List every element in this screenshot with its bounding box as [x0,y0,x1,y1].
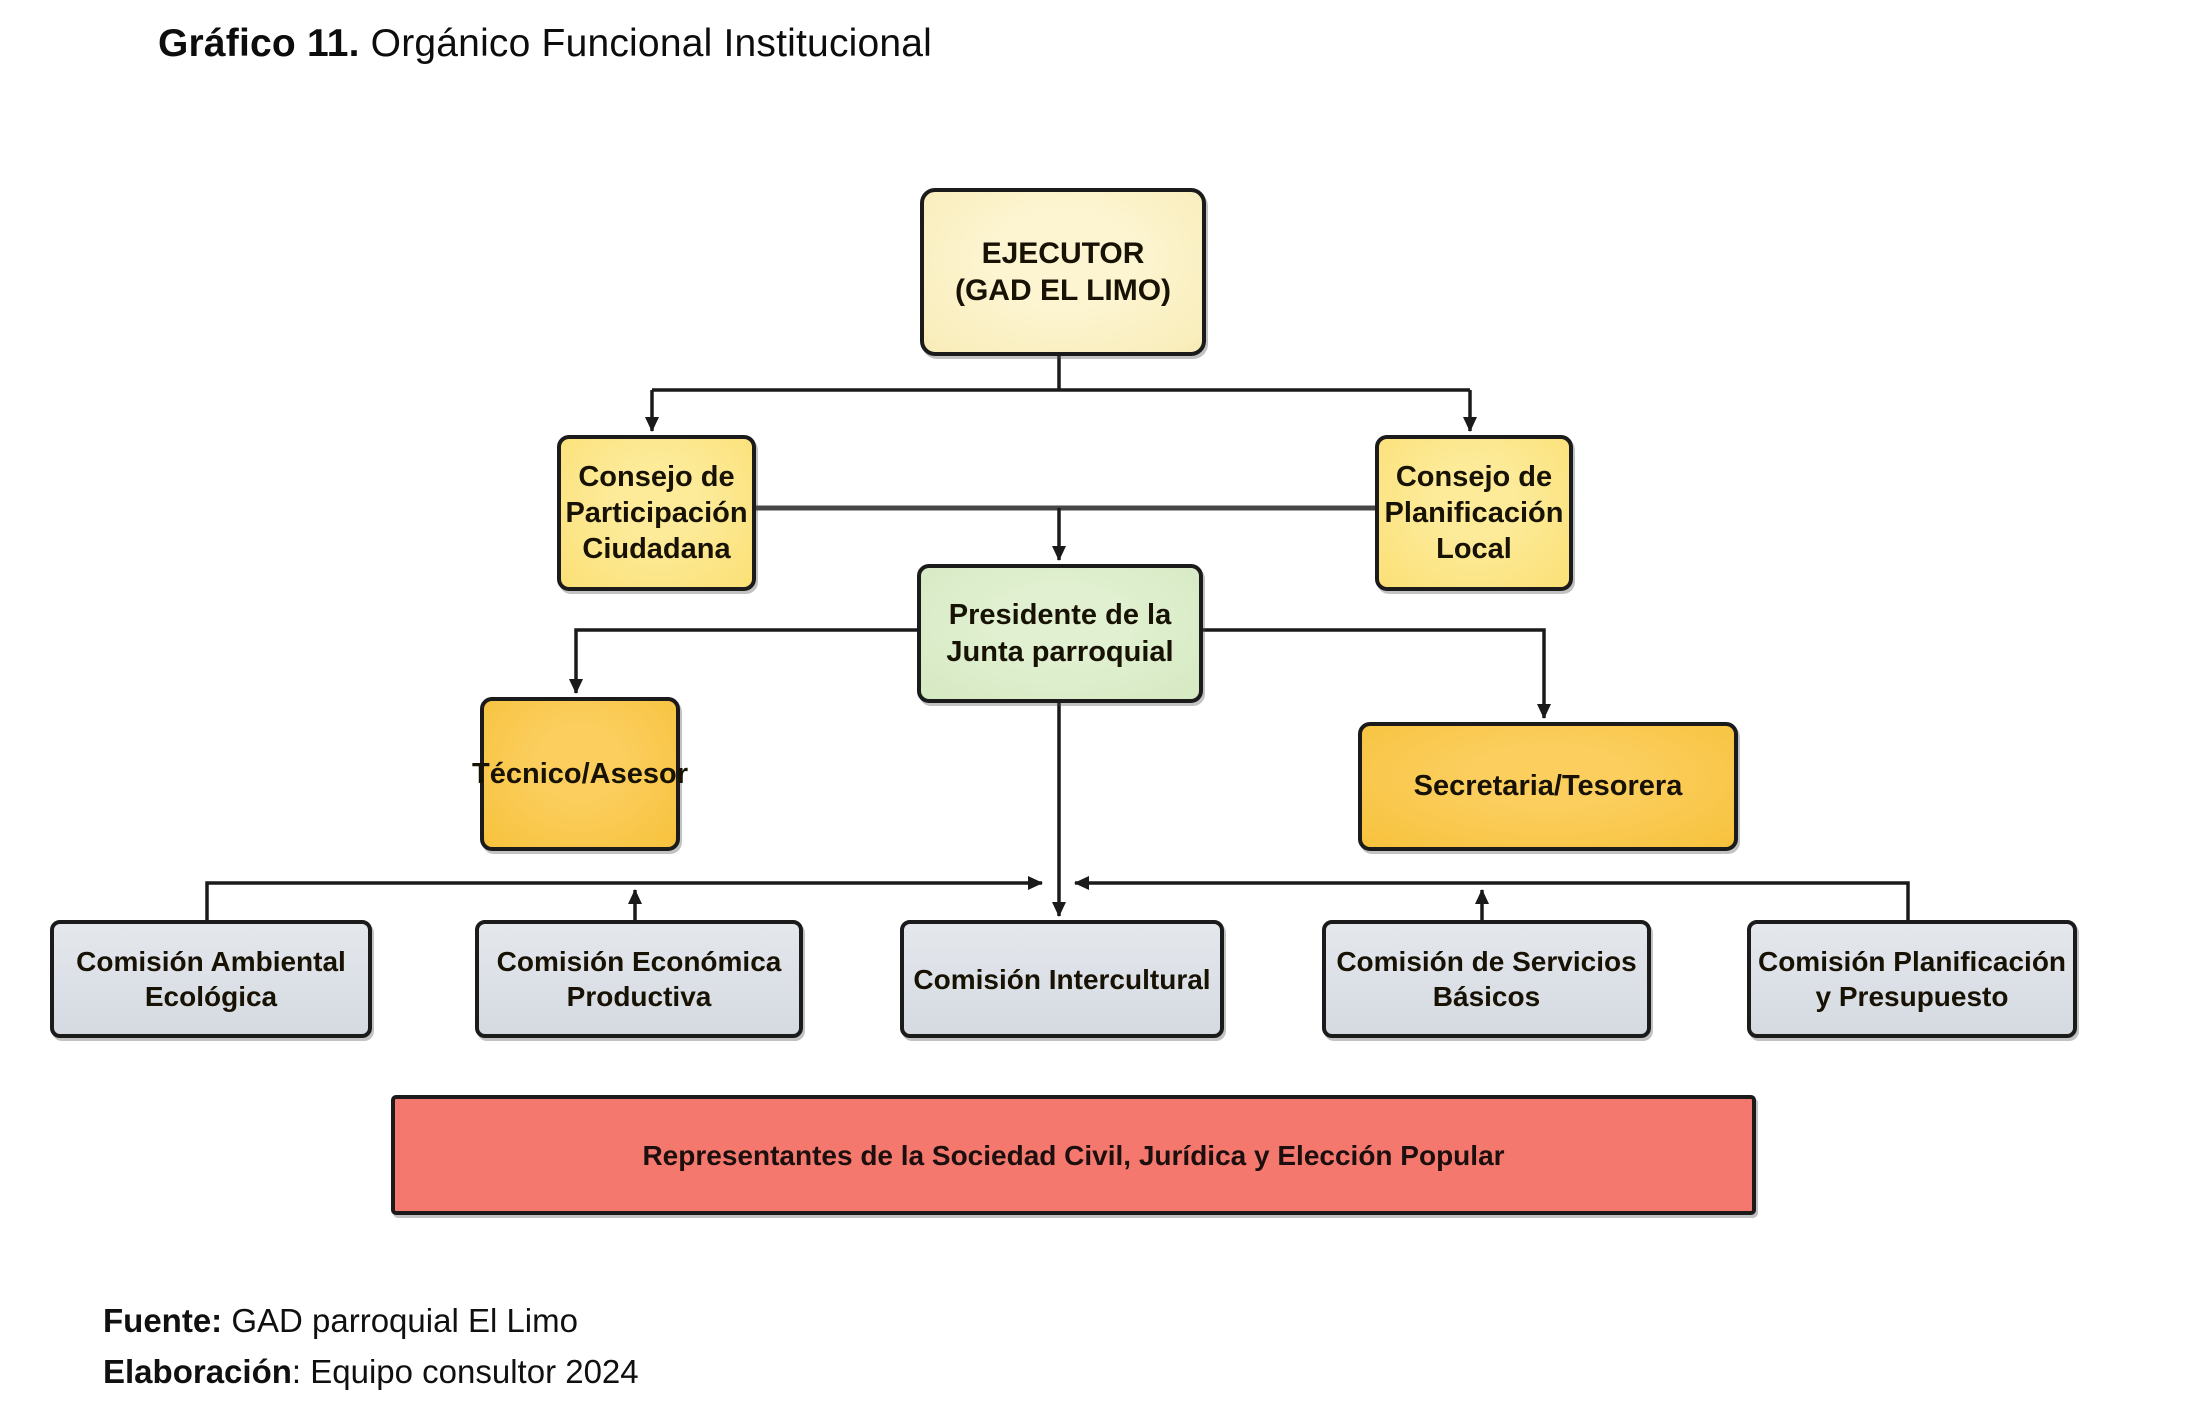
elaboracion-label: Elaboración [103,1353,292,1390]
node-comision-ambiental: Comisión Ambiental Ecológica [50,920,372,1038]
node-secretaria-tesorera: Secretaria/Tesorera [1358,722,1738,851]
fuente-label: Fuente: [103,1302,223,1339]
edge-comisiones-bar-right [1074,876,1910,920]
node-presidente: Presidente de la Junta parroquial [917,564,1203,703]
node-consejo-participacion: Consejo de Participación Ciudadana [557,435,756,591]
elaboracion-value: : Equipo consultor 2024 [291,1353,639,1390]
node-consejo-planificacion: Consejo de Planificación Local [1375,435,1573,591]
node-representantes: Representantes de la Sociedad Civil, Jur… [391,1095,1756,1215]
node-ejecutor: EJECUTOR (GAD EL LIMO) [920,188,1206,356]
title-text: Orgánico Funcional Institucional [359,22,933,65]
source-note: Fuente: GAD parroquial El Limo Elaboraci… [103,1295,639,1397]
node-tecnico-asesor: Técnico/Asesor [472,697,688,851]
footer-elaboracion: Elaboración: Equipo consultor 2024 [103,1346,639,1397]
node-comision-intercultural: Comisión Intercultural [900,920,1224,1038]
edge-to-tecnico [569,628,917,694]
title-prefix: Gráfico 11. [158,22,360,65]
edge-to-secretaria [1195,628,1551,719]
node-comision-planificacion: Comisión Planificación y Presupuesto [1747,920,2077,1038]
node-comision-economica: Comisión Económica Productiva [475,920,803,1038]
node-comision-servicios: Comisión de Servicios Básicos [1322,920,1651,1038]
fuente-value: GAD parroquial El Limo [222,1302,578,1339]
footer-fuente: Fuente: GAD parroquial El Limo [103,1295,639,1346]
edge-comisiones-bar-left [205,876,1043,920]
page-title: Gráfico 11. Orgánico Funcional Instituci… [158,22,932,66]
